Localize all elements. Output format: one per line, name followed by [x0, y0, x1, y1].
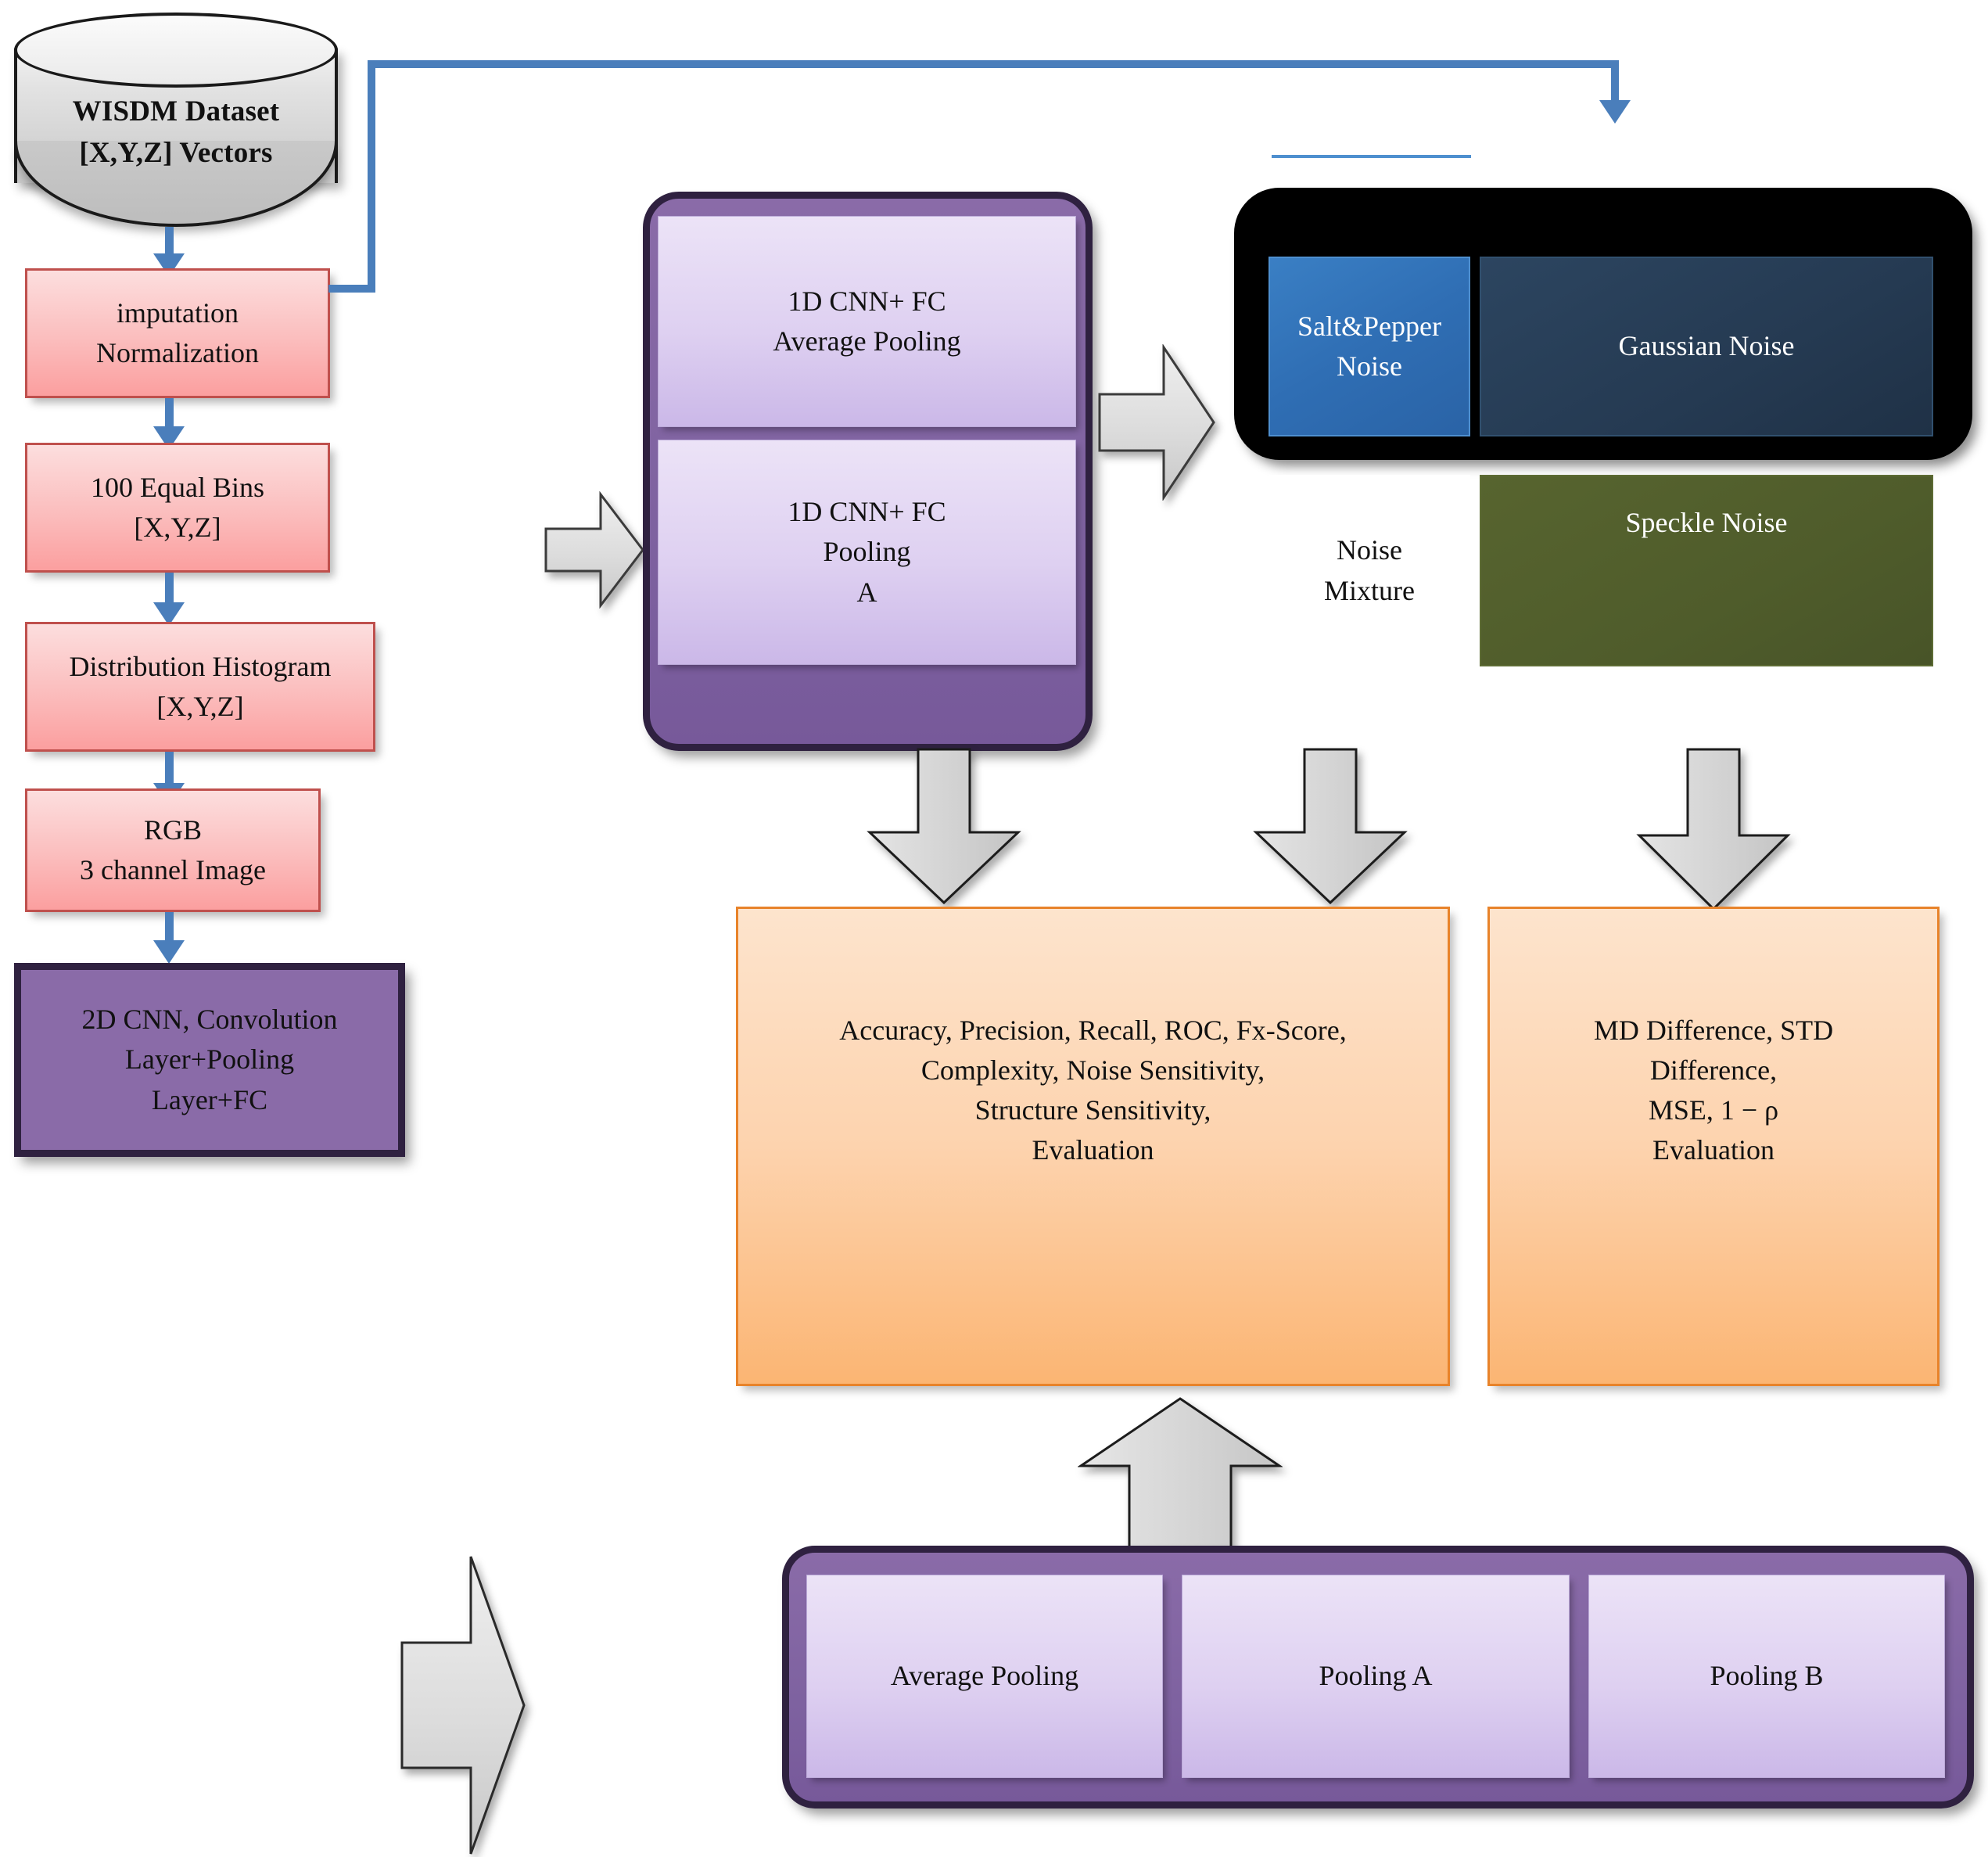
pooling-card-b: Pooling B [1588, 1575, 1945, 1778]
arrow-down-icon [867, 748, 1021, 905]
pooling-group: Average Pooling Pooling A Pooling B [782, 1546, 1974, 1809]
pooling-card-average-label: Average Pooling [890, 1660, 1079, 1692]
tile-gaussian: Gaussian Noise [1480, 257, 1933, 436]
dataset-label: WISDM Dataset [X,Y,Z] Vectors [72, 95, 280, 169]
connector-rgb-to-cnn2d [0, 912, 360, 964]
cylinder-top [14, 13, 338, 88]
arrow-noise-to-eval-left [1253, 748, 1408, 905]
noise-tile-salt-pepper [1272, 155, 1471, 158]
cnn1d-avgpool-label: 1D CNN+ FC Average Pooling [773, 285, 961, 357]
rgb-label: RGB 3 channel Image [80, 814, 266, 885]
cnn1d-group: 1D CNN+ FC Average Pooling 1D CNN+ FC Po… [643, 192, 1093, 751]
cnn1d-avgpool-card: 1D CNN+ FC Average Pooling [658, 216, 1076, 427]
bins-box: 100 Equal Bins [X,Y,Z] [25, 443, 330, 573]
rgb-box: RGB 3 channel Image [25, 788, 321, 912]
preprocess-label: imputation Normalization [96, 296, 259, 368]
cnn2d-box: 2D CNN, Convolution Layer+Pooling Layer+… [14, 963, 405, 1157]
arrow-right-icon [400, 1556, 526, 1855]
connector-preprocess-to-bins [0, 398, 360, 450]
histogram-box: Distribution Histogram [X,Y,Z] [25, 622, 375, 752]
arrow-up-icon [1077, 1397, 1283, 1549]
arrow-down-icon [1636, 748, 1791, 911]
eval-left-label: Accuracy, Precision, Recall, ROC, Fx-Sco… [839, 1015, 1347, 1166]
pooling-card-a-label: Pooling A [1319, 1660, 1433, 1692]
preprocess-box: imputation Normalization [25, 268, 330, 398]
eval-left-box: Accuracy, Precision, Recall, ROC, Fx-Sco… [736, 907, 1450, 1386]
arrow-cnn1d-to-eval-left [867, 748, 1021, 905]
arrow-down-icon [1253, 748, 1408, 905]
arrow-noise-to-eval-right [1636, 748, 1791, 911]
tile-noise-mixture-label: Noise Mixture [1324, 534, 1415, 606]
tile-speckle: Speckle Noise [1480, 475, 1933, 666]
connector-dataset-to-preprocess [0, 227, 360, 277]
tile-speckle-label: Speckle Noise [1625, 507, 1788, 538]
eval-right-label: MD Difference, STD Difference, MSE, 1 − … [1593, 1015, 1834, 1166]
arrow-cnn1d-to-noise [1098, 343, 1215, 501]
cnn2d-label: 2D CNN, Convolution Layer+Pooling Layer+… [81, 1004, 338, 1115]
cnn1d-poolingA-card: 1D CNN+ FC Pooling A [658, 440, 1076, 665]
bins-label: 100 Equal Bins [X,Y,Z] [91, 471, 264, 543]
pooling-card-b-label: Pooling B [1710, 1660, 1824, 1692]
pooling-card-a: Pooling A [1182, 1575, 1570, 1778]
tile-salt-pepper: Salt&Pepper Noise [1269, 257, 1470, 436]
pooling-card-average: Average Pooling [806, 1575, 1163, 1778]
tile-noise-mixture: Noise Mixture [1269, 475, 1470, 666]
eval-right-box: MD Difference, STD Difference, MSE, 1 − … [1487, 907, 1940, 1386]
arrow-right-icon [1098, 343, 1215, 501]
tile-salt-pepper-label: Salt&Pepper Noise [1297, 310, 1441, 382]
arrow-preprocess-to-cnn1d [544, 490, 644, 609]
cnn1d-poolingA-label: 1D CNN+ FC Pooling A [788, 496, 946, 608]
connector-bins-to-histogram [0, 573, 360, 626]
arrow-pooling-to-eval-left [1077, 1397, 1283, 1549]
dataset-cylinder: WISDM Dataset [X,Y,Z] Vectors [14, 8, 338, 227]
arrow-right-icon [544, 490, 644, 609]
tile-gaussian-label: Gaussian Noise [1618, 330, 1795, 362]
histogram-label: Distribution Histogram [X,Y,Z] [69, 650, 332, 722]
arrow-cnn2d-to-pooling [400, 1552, 527, 1857]
